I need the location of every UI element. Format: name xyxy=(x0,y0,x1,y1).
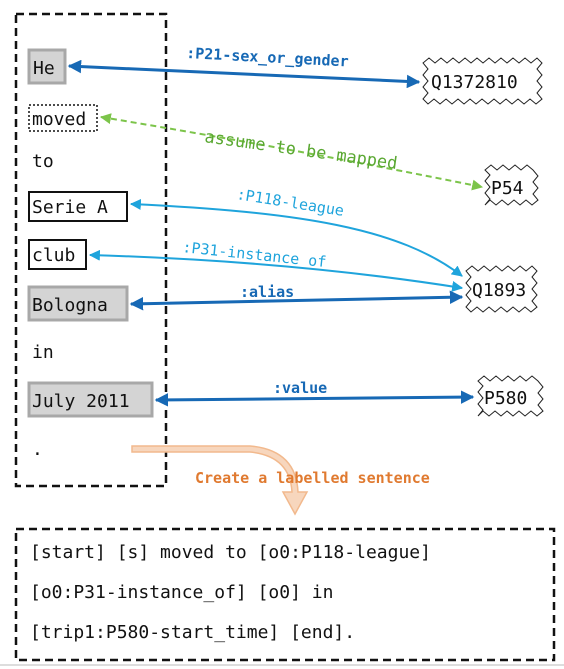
token-moved: moved xyxy=(32,109,86,130)
entity-box-p54 xyxy=(484,164,539,206)
caption-create-labelled: Create a labelled sentence xyxy=(195,469,430,487)
entity-q1372810: Q1372810 xyxy=(431,72,518,93)
entity-box-p580 xyxy=(477,375,544,417)
label-sex-or-gender: :P21-sex_or_gender xyxy=(186,44,349,70)
arrow-value xyxy=(154,390,475,407)
token-box-july-2011 xyxy=(27,381,154,418)
token-in: in xyxy=(32,342,54,363)
arrow-assume-mapped xyxy=(99,113,484,191)
token-to: to xyxy=(32,151,54,172)
sentence-container xyxy=(14,12,168,488)
flow-arrow-outline xyxy=(131,445,309,516)
token-club: club xyxy=(32,245,75,266)
token-box-bologna xyxy=(27,285,129,322)
token-box-he xyxy=(27,48,67,85)
label-league: :P118-league xyxy=(235,185,345,220)
token-box-serie-a xyxy=(28,191,128,222)
entity-box-q1372810 xyxy=(422,57,543,105)
token-box-club xyxy=(28,239,87,270)
label-alias: :alias xyxy=(240,283,294,301)
label-value: :value xyxy=(273,379,327,397)
token-bologna: Bologna xyxy=(32,295,108,316)
entity-p580: P580 xyxy=(484,388,527,409)
label-instance-of: :P31-instance_of xyxy=(182,238,328,271)
token-box-moved xyxy=(28,104,98,132)
token-july-2011: July 2011 xyxy=(32,391,130,412)
output-line-3: [trip1:P580-start_time] [end]. xyxy=(30,622,355,643)
output-line-1: [start] [s] moved to [o0:P118-league] xyxy=(30,542,431,563)
arrow-instance-of xyxy=(88,249,464,292)
entity-p54: P54 xyxy=(491,178,524,199)
entity-q1893: Q1893 xyxy=(472,280,526,301)
arrow-alias xyxy=(129,290,464,311)
token-period: . xyxy=(32,439,43,460)
label-assume-mapped: assume to be mapped xyxy=(203,127,398,174)
output-container xyxy=(14,527,556,662)
token-serie-a: Serie A xyxy=(32,197,108,218)
entity-box-q1893 xyxy=(465,265,538,313)
arrow-sex-or-gender xyxy=(67,59,421,89)
token-he: He xyxy=(33,58,55,79)
output-line-2: [o0:P31-instance_of] [o0] in xyxy=(30,582,333,603)
